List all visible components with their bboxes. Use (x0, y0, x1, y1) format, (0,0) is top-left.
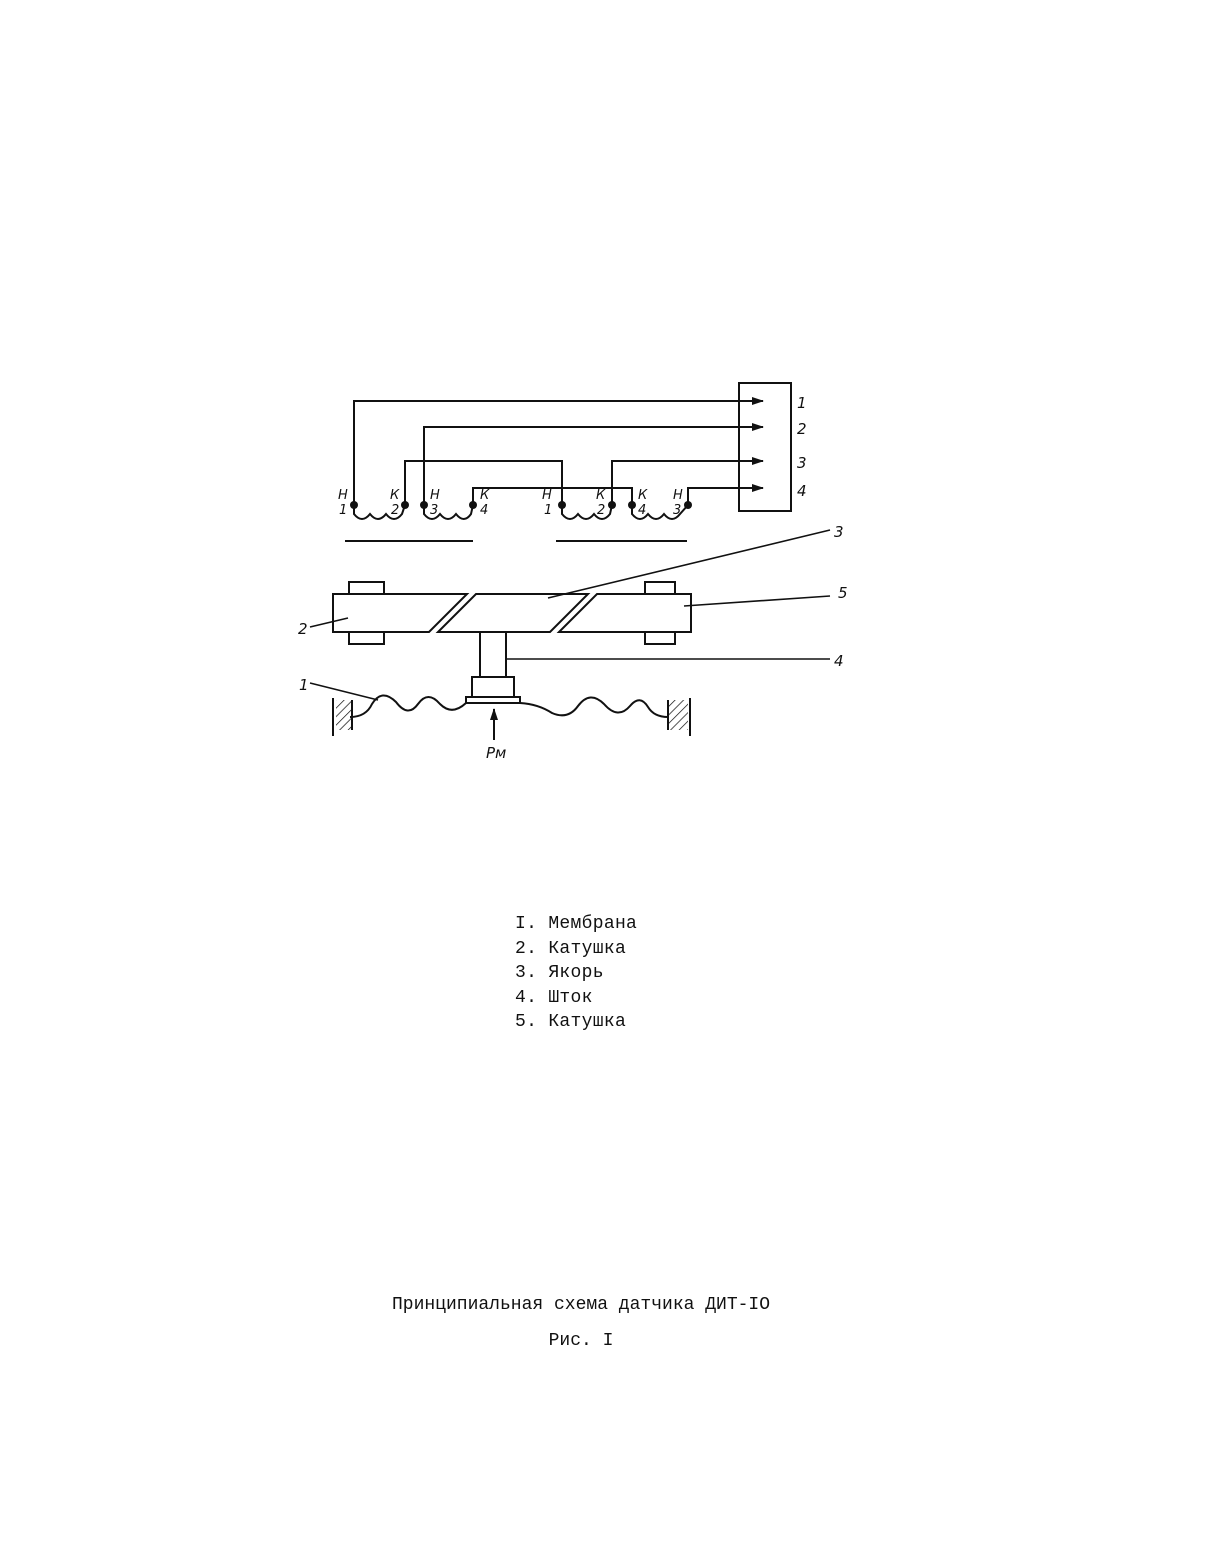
coil-terminal-label: 3 (430, 503, 438, 518)
wire-bridge-k2 (404, 460, 563, 505)
legend-text: Катушка (548, 938, 627, 959)
leader-line (309, 682, 379, 701)
clamp-block (348, 631, 385, 645)
coil-terminal-label: Н (338, 488, 348, 503)
legend-number: 4. (515, 987, 538, 1008)
coil-terminal-label: 2 (391, 503, 399, 518)
wire-1 (353, 397, 764, 505)
stem (479, 631, 507, 678)
legend-number: I. (515, 914, 538, 934)
legend-text: Катушка (548, 1012, 627, 1033)
legend-item: 2. Катушка (515, 937, 637, 962)
coil-terminal-label: 4 (480, 503, 488, 518)
coil-winding (353, 504, 406, 520)
coil-terminal-label: К (390, 488, 400, 503)
output-terminal-label: 3 (797, 454, 807, 472)
clamp-block (644, 581, 676, 595)
membrane (349, 694, 669, 718)
leader-line (547, 529, 831, 599)
coil-winding (631, 504, 689, 520)
legend-text: Мембрана (548, 914, 638, 934)
leader-line (309, 617, 349, 628)
clamp-block (644, 631, 676, 645)
coil-terminal-label: 1 (544, 503, 552, 518)
legend-text: Якорь (548, 963, 604, 984)
coil-terminal-label: Н (430, 488, 440, 503)
terminal-dot (401, 501, 409, 509)
wire-2 (423, 423, 764, 505)
figure-number: Рис. I (548, 1331, 614, 1351)
clamp-block (348, 581, 385, 595)
wire-3 (611, 457, 764, 505)
callout-label: 1 (299, 676, 309, 694)
legend-text: Шток (548, 987, 593, 1008)
terminal-dot (420, 501, 428, 509)
support-left (332, 698, 353, 736)
callout-label: 5 (838, 584, 848, 602)
wire-4 (687, 484, 764, 505)
terminal-dot (469, 501, 477, 509)
legend-item: 5. Катушка (515, 1010, 637, 1035)
wire-bridge-k4 (472, 487, 633, 505)
coil-terminal-label: К (596, 488, 606, 503)
stem-base (471, 676, 515, 698)
coil-winding (423, 504, 474, 520)
callout-label: 4 (834, 652, 844, 670)
armature (435, 593, 591, 633)
legend-number: 3. (515, 963, 538, 984)
legend-number: 5. (515, 1012, 538, 1033)
coil-2-body (332, 593, 470, 633)
legend: I. Мембрана 2. Катушка 3. Якорь 4. Шток … (515, 912, 637, 1035)
legend-item: I. Мембрана (515, 912, 637, 937)
legend-number: 2. (515, 938, 538, 959)
leader-line (683, 595, 831, 607)
terminal-dot (684, 501, 692, 509)
coil-terminal-label: 2 (597, 503, 605, 518)
coil-terminal-label: Н (673, 488, 683, 503)
output-terminal-label: 2 (797, 420, 807, 438)
coil-terminal-label: К (480, 488, 490, 503)
output-terminal-label: 4 (797, 482, 807, 500)
legend-item: 4. Шток (515, 986, 637, 1011)
coil-terminal-label: К (638, 488, 648, 503)
figure-title: Принципиальная схема датчика ДИТ-IO (391, 1295, 771, 1315)
terminal-dot (350, 501, 358, 509)
terminal-dot (628, 501, 636, 509)
output-terminal-label: 1 (797, 394, 807, 412)
support-right (667, 698, 691, 736)
coil-terminal-label: 1 (339, 503, 347, 518)
terminal-dot (558, 501, 566, 509)
coil-5-body (556, 593, 692, 633)
coil-terminal-label: Н (542, 488, 552, 503)
legend-item: 3. Якорь (515, 961, 637, 986)
pressure-label: Рм (486, 744, 506, 762)
coil-winding (561, 504, 613, 520)
coil-terminal-label: 4 (638, 503, 646, 518)
callout-label: 2 (298, 620, 308, 638)
terminal-dot (608, 501, 616, 509)
callout-label: 3 (834, 523, 844, 541)
coil-terminal-label: 3 (673, 503, 681, 518)
terminal-block (738, 382, 792, 512)
